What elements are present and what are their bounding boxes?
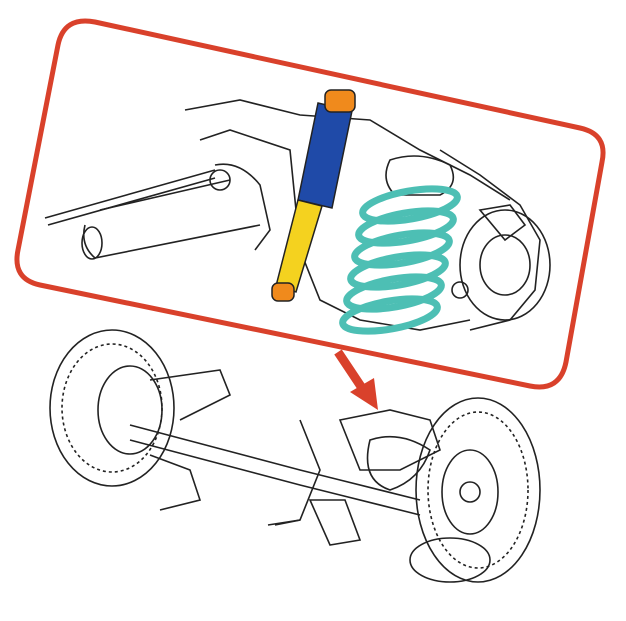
wheel: [409, 397, 541, 583]
spring-coil: [339, 295, 441, 335]
spring-coil: [347, 251, 449, 291]
coil-spring: [339, 185, 461, 335]
spring-coil: [359, 185, 461, 225]
spring-coil: [351, 229, 453, 269]
spring-coil: [343, 273, 445, 313]
spring-coil: [355, 207, 457, 247]
rear-axle-assembly: [49, 329, 541, 583]
shock-absorber: [271, 89, 356, 302]
callout-frame: [14, 18, 606, 390]
upper-chassis-lines: [44, 99, 551, 331]
wheel: [49, 329, 175, 487]
arrow-down-icon: [334, 349, 378, 410]
